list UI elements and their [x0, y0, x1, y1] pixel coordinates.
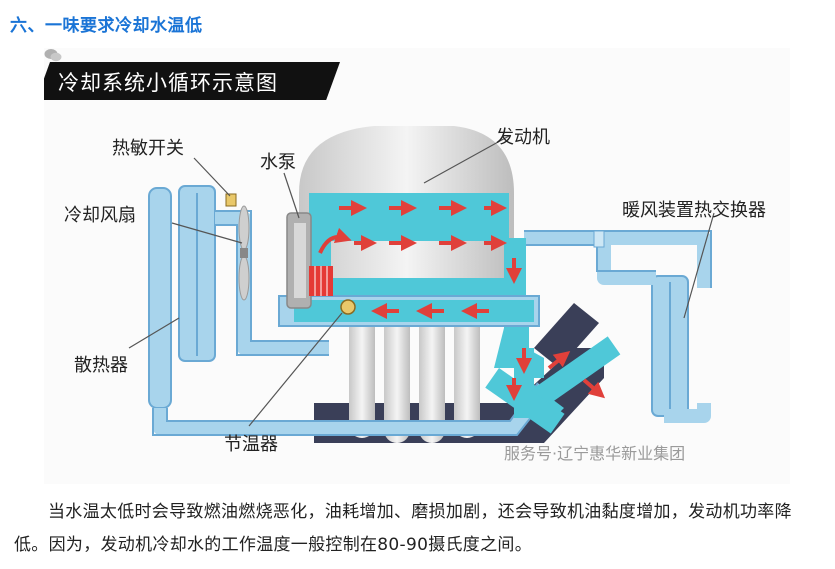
label-thermo-switch: 热敏开关	[112, 138, 184, 159]
exhaust-block	[534, 303, 599, 368]
label-engine: 发动机	[496, 127, 550, 148]
thermostat-valve	[340, 299, 356, 315]
cooling-system-diagram: 冷却系统小循环示意图 热敏开关 水泵 发动机 暖风装置热交换器 冷却风扇 散热器…	[44, 48, 790, 484]
body-paragraph: 当水温太低时会导致燃油燃烧恶化，油耗增加、磨损加剧，还会导致机油黏度增加，发动机…	[14, 502, 792, 555]
radiator	[148, 185, 216, 409]
diagram-graphic	[128, 126, 715, 443]
figure-title: 冷却系统小循环示意图	[58, 71, 278, 95]
section-heading: 六、一味要求冷却水温低	[10, 16, 203, 36]
label-water-pump: 水泵	[260, 152, 296, 173]
label-cooling-fan: 冷却风扇	[64, 205, 136, 226]
thermo-switch-sensor	[225, 193, 237, 207]
heater-core	[651, 275, 689, 417]
label-thermostat: 节温器	[224, 434, 278, 455]
engine-cylinders	[349, 308, 480, 443]
cooling-fan	[238, 205, 250, 301]
watermark-text: 服务号·辽宁惠华新业集团	[504, 444, 686, 463]
water-pump	[286, 212, 333, 309]
wechat-icon	[44, 49, 62, 62]
label-heater-core: 暖风装置热交换器	[622, 200, 766, 221]
water-jacket	[309, 193, 509, 241]
label-radiator: 散热器	[74, 355, 128, 376]
